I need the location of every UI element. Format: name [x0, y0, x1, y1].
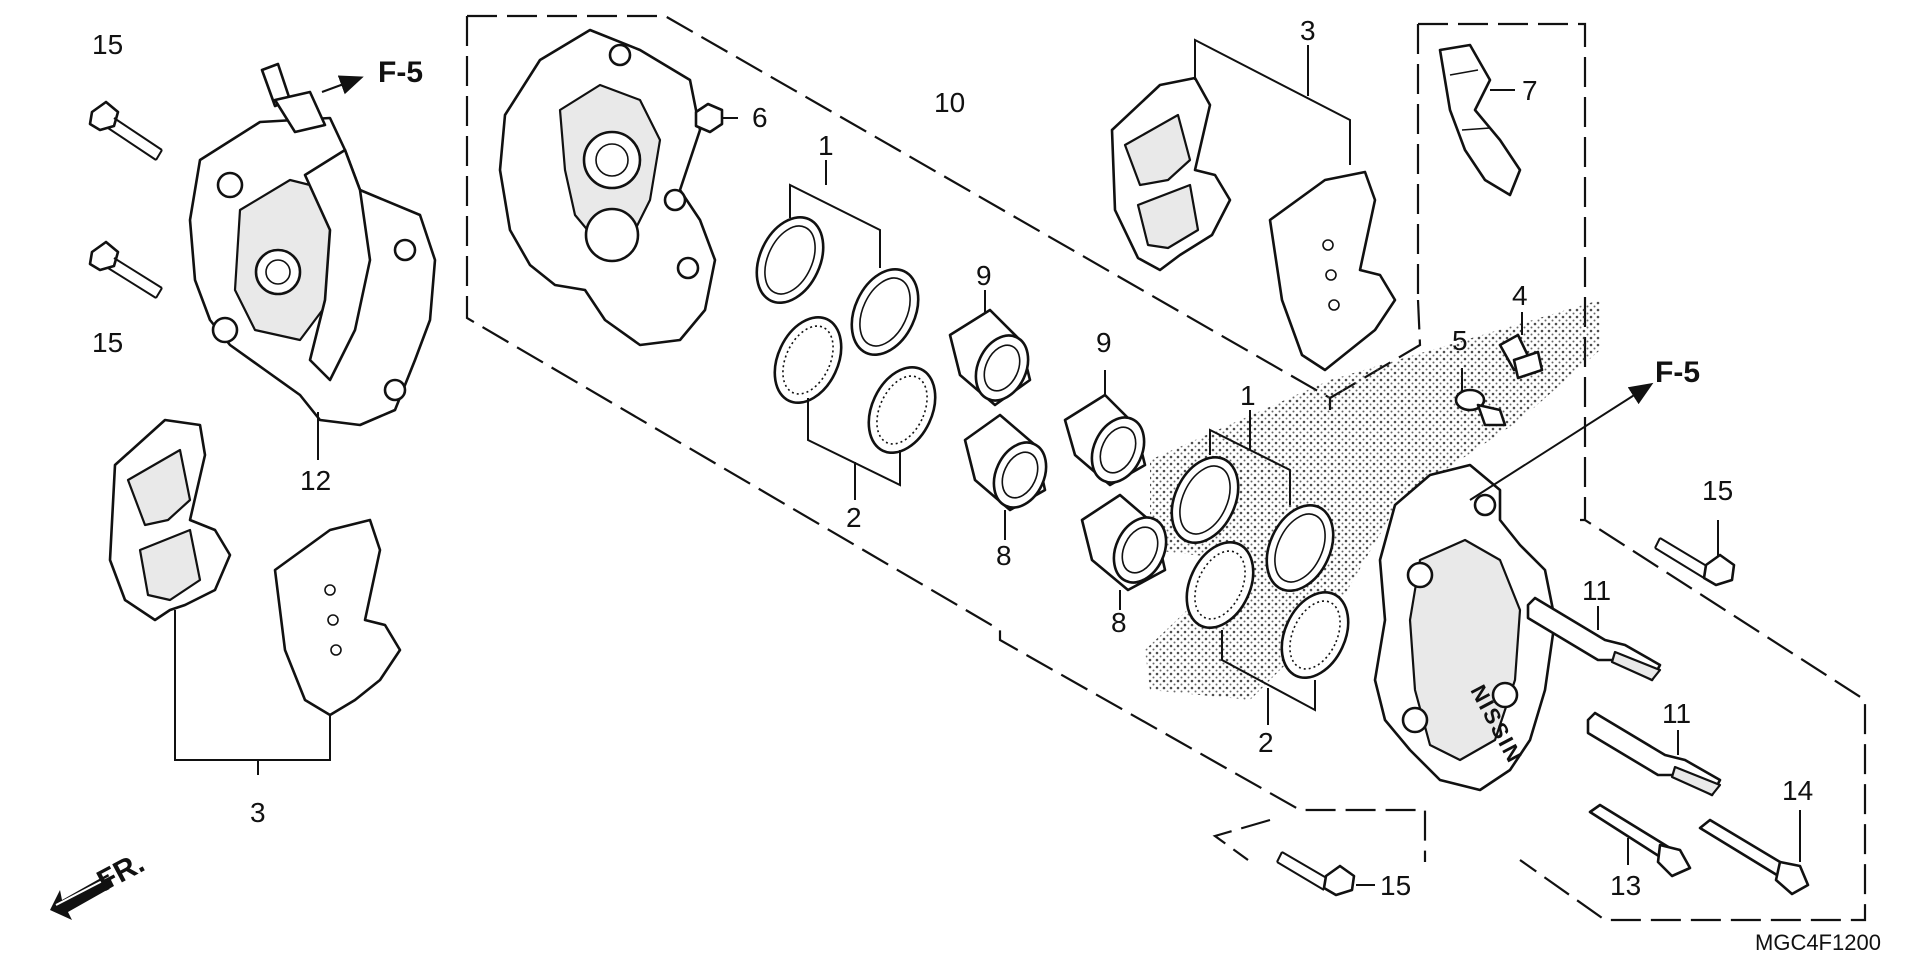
brake-pad-left-b — [273, 518, 402, 717]
seal-ring-1d — [1265, 503, 1335, 593]
seal-ring-2a — [773, 315, 843, 405]
exploded-box-right — [1212, 22, 1867, 922]
callout-5: 5 — [1452, 325, 1468, 356]
callout-13: 13 — [1610, 870, 1641, 901]
callout-3-right: 3 — [1300, 15, 1316, 46]
bolt-15-right-lower — [1276, 851, 1356, 897]
seal-ring-2b — [867, 365, 937, 455]
shading-dots — [1145, 300, 1600, 700]
leader-caliper-f5 — [1469, 382, 1654, 501]
pad-pin-11-upper — [1526, 596, 1662, 682]
callout-2-left: 2 — [846, 502, 862, 533]
bolt-13 — [1588, 803, 1692, 878]
brake-pad-right-b — [1268, 170, 1397, 372]
callout-9-right: 9 — [1096, 327, 1112, 358]
bleed-valve-4 — [1498, 333, 1544, 380]
leader-2-right — [1221, 630, 1316, 725]
ref-f5-left: F-5 — [378, 56, 423, 89]
callout-7: 7 — [1522, 75, 1538, 106]
callout-6: 6 — [752, 102, 768, 133]
exploded-box-pads-3 — [1329, 299, 1585, 522]
seal-ring-1a — [755, 215, 825, 305]
callout-4: 4 — [1512, 280, 1528, 311]
f5-arrow-left — [321, 75, 364, 95]
caliper-assembly-left — [188, 62, 437, 427]
callout-2-right: 2 — [1258, 727, 1274, 758]
brake-pad-left-a — [108, 418, 232, 622]
callout-1-right: 1 — [1240, 380, 1256, 411]
pad-pin-11-lower — [1586, 711, 1722, 797]
callout-15-a: 15 — [92, 29, 123, 60]
bolt-15-right-upper — [1654, 537, 1736, 587]
callout-8-right: 8 — [1111, 607, 1127, 638]
callout-10: 10 — [934, 87, 965, 118]
piston-9-right — [1063, 393, 1147, 487]
callout-8-left: 8 — [996, 540, 1012, 571]
seal-ring-1b — [850, 267, 920, 357]
callout-12: 12 — [300, 465, 331, 496]
bolt-14 — [1698, 818, 1810, 896]
callout-15-c: 15 — [1702, 475, 1733, 506]
nut-6 — [694, 102, 738, 134]
seal-ring-2c — [1185, 540, 1255, 630]
bolt-15-upper — [88, 100, 163, 161]
brake-pad-right-a — [1110, 76, 1232, 272]
piston-8-left — [963, 413, 1048, 512]
leader-2-left — [807, 398, 901, 500]
piston-9-left — [948, 308, 1032, 407]
ref-f5-right: F-5 — [1655, 356, 1700, 389]
leader-1-right — [1209, 410, 1291, 505]
seal-ring-1c — [1170, 455, 1240, 545]
leader-3-left — [174, 610, 331, 775]
bleed-cap-5 — [1454, 388, 1507, 427]
pad-spring-7 — [1438, 43, 1522, 197]
callout-1-left: 1 — [818, 130, 834, 161]
front-direction-icon — [50, 874, 114, 920]
callout-11-a: 11 — [1582, 575, 1611, 606]
callout-3-left: 3 — [250, 797, 266, 828]
callout-9-left: 9 — [976, 260, 992, 291]
diagram-code: MGC4F1200 — [1755, 930, 1881, 955]
callout-14: 14 — [1782, 775, 1813, 806]
seal-ring-2d — [1280, 590, 1350, 680]
callout-11-b: 11 — [1662, 698, 1691, 729]
callout-15-b: 15 — [92, 327, 123, 358]
bolt-15-lower — [88, 240, 163, 299]
caliper-half-outer — [498, 28, 717, 347]
callout-15-d: 15 — [1380, 870, 1411, 901]
caliper-half-inner: NISSIN — [1373, 463, 1557, 792]
leader-1-left — [789, 160, 881, 268]
leader-3-right — [1194, 38, 1351, 165]
piston-8-right — [1080, 493, 1168, 592]
